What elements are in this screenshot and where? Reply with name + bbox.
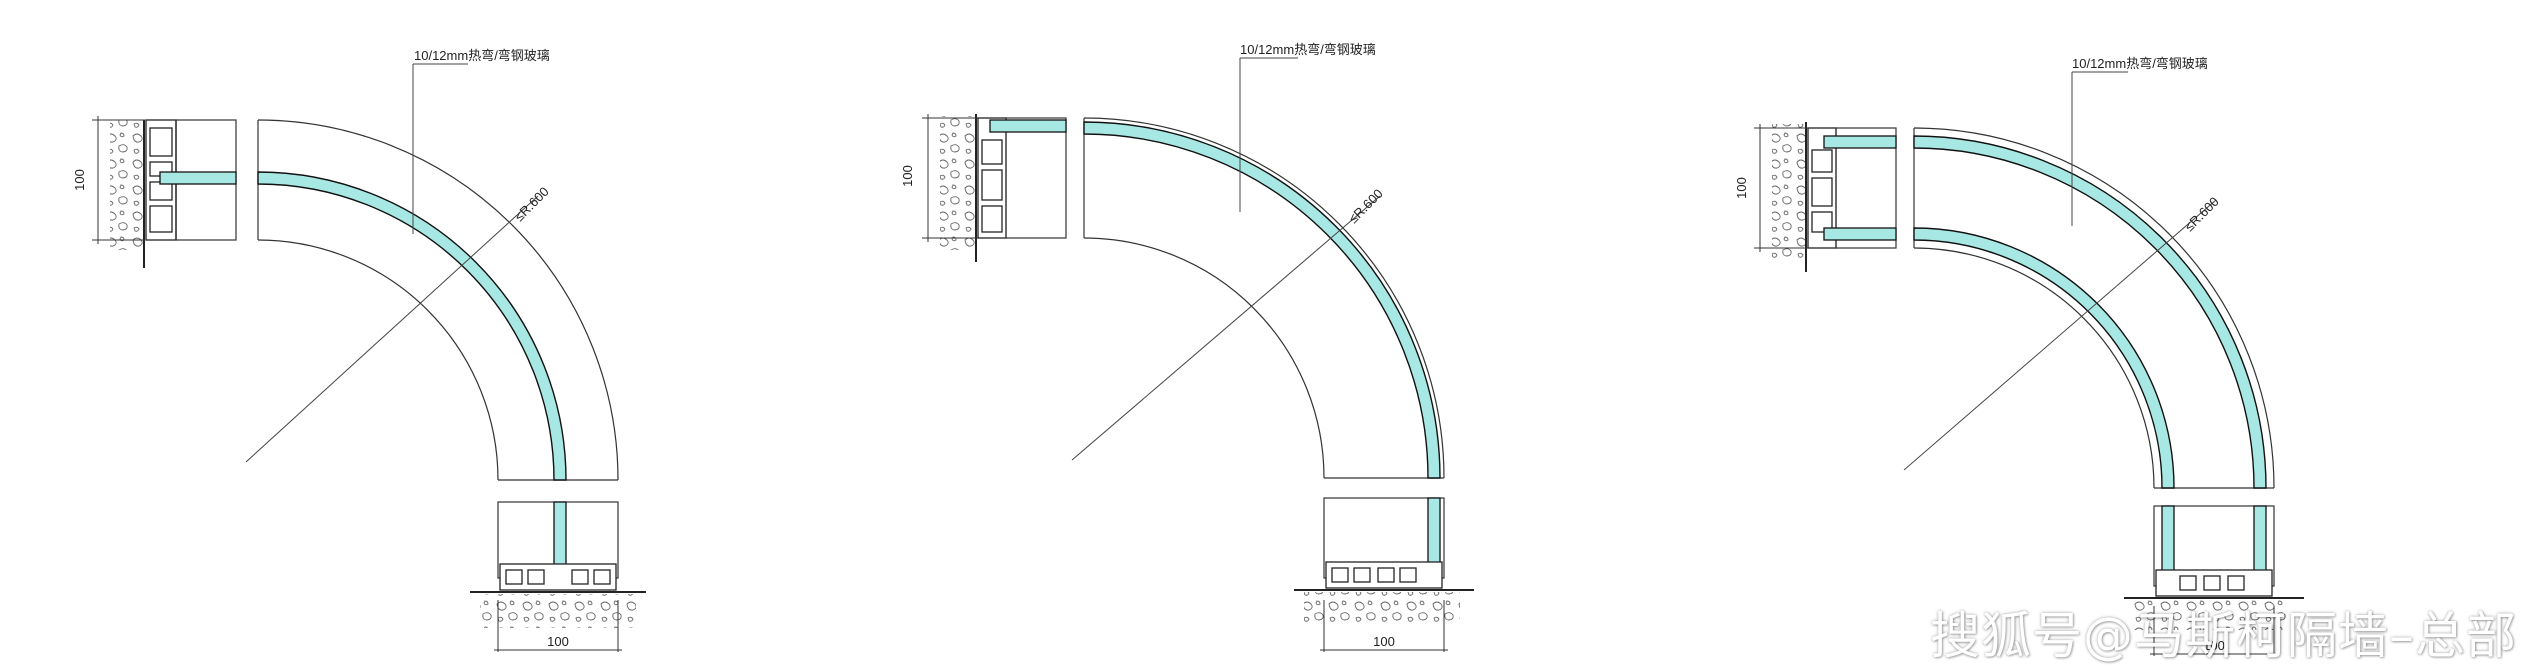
floor-profile — [1325, 561, 1443, 589]
glass-panel-straight — [159, 171, 237, 185]
width-dim-label: 100 — [547, 634, 569, 649]
watermark-text: 搜狐号@马斯柯隔墙–总部 — [1930, 607, 2517, 665]
height-dimension: 100 — [72, 116, 145, 244]
glass-panel-straight — [1823, 135, 1897, 149]
detail-3: 100 ≤R.600 10/12mm热弯/弯钢玻璃 — [1734, 56, 2304, 656]
floor-profile — [499, 563, 617, 591]
curved-glass-panel — [1083, 121, 1441, 479]
floor-hatch — [480, 594, 636, 628]
floor-hatch — [2134, 600, 2290, 630]
floor-hatch — [1304, 592, 1460, 626]
radius-label: ≤R.600 — [512, 184, 552, 224]
curved-glass-panel — [257, 171, 567, 481]
curved-enclosure — [1083, 117, 1445, 479]
wall-hatch — [1772, 124, 1806, 258]
glass-panel-straight-2 — [1823, 227, 1897, 241]
glass-spec-label: 10/12mm热弯/弯钢玻璃 — [414, 48, 550, 63]
width-dimension: 100 — [1320, 600, 1448, 652]
curved-glass-panel — [1913, 135, 2267, 489]
glass-spec-label: 10/12mm热弯/弯钢玻璃 — [1240, 42, 1376, 57]
width-dimension: 100 — [2150, 606, 2278, 656]
height-dim-label: 100 — [1734, 177, 1749, 199]
radius-line — [245, 195, 539, 463]
glass-panel-straight — [989, 119, 1067, 133]
wall-hatch — [110, 120, 144, 250]
glass-spec-label: 10/12mm热弯/弯钢玻璃 — [2072, 56, 2208, 71]
width-dim-label: 100 — [1373, 634, 1395, 649]
floor-profile — [2155, 569, 2273, 597]
height-dim-label: 100 — [900, 165, 915, 187]
curved-glass-panel-inner — [1913, 227, 2175, 489]
wall-hatch — [940, 116, 976, 250]
radius-label: ≤R.600 — [2182, 194, 2222, 234]
width-dim-label: 100 — [2203, 638, 2225, 653]
detail-1: 100 ≤R.600 10/12mm热弯/弯钢玻璃 — [72, 48, 646, 652]
height-dim-label: 100 — [72, 169, 87, 191]
height-dimension: 100 — [900, 114, 978, 242]
width-dimension: 100 — [494, 600, 622, 652]
radius-label: ≤R.600 — [1346, 186, 1386, 226]
radius-line — [1903, 199, 2217, 471]
height-dimension: 100 — [1734, 124, 1808, 252]
radius-line — [1071, 195, 1381, 461]
detail-2: 100 ≤R.600 10/12mm热弯/弯钢玻璃 — [900, 42, 1474, 652]
curved-enclosure — [257, 119, 619, 481]
wall-profile — [977, 117, 1007, 239]
